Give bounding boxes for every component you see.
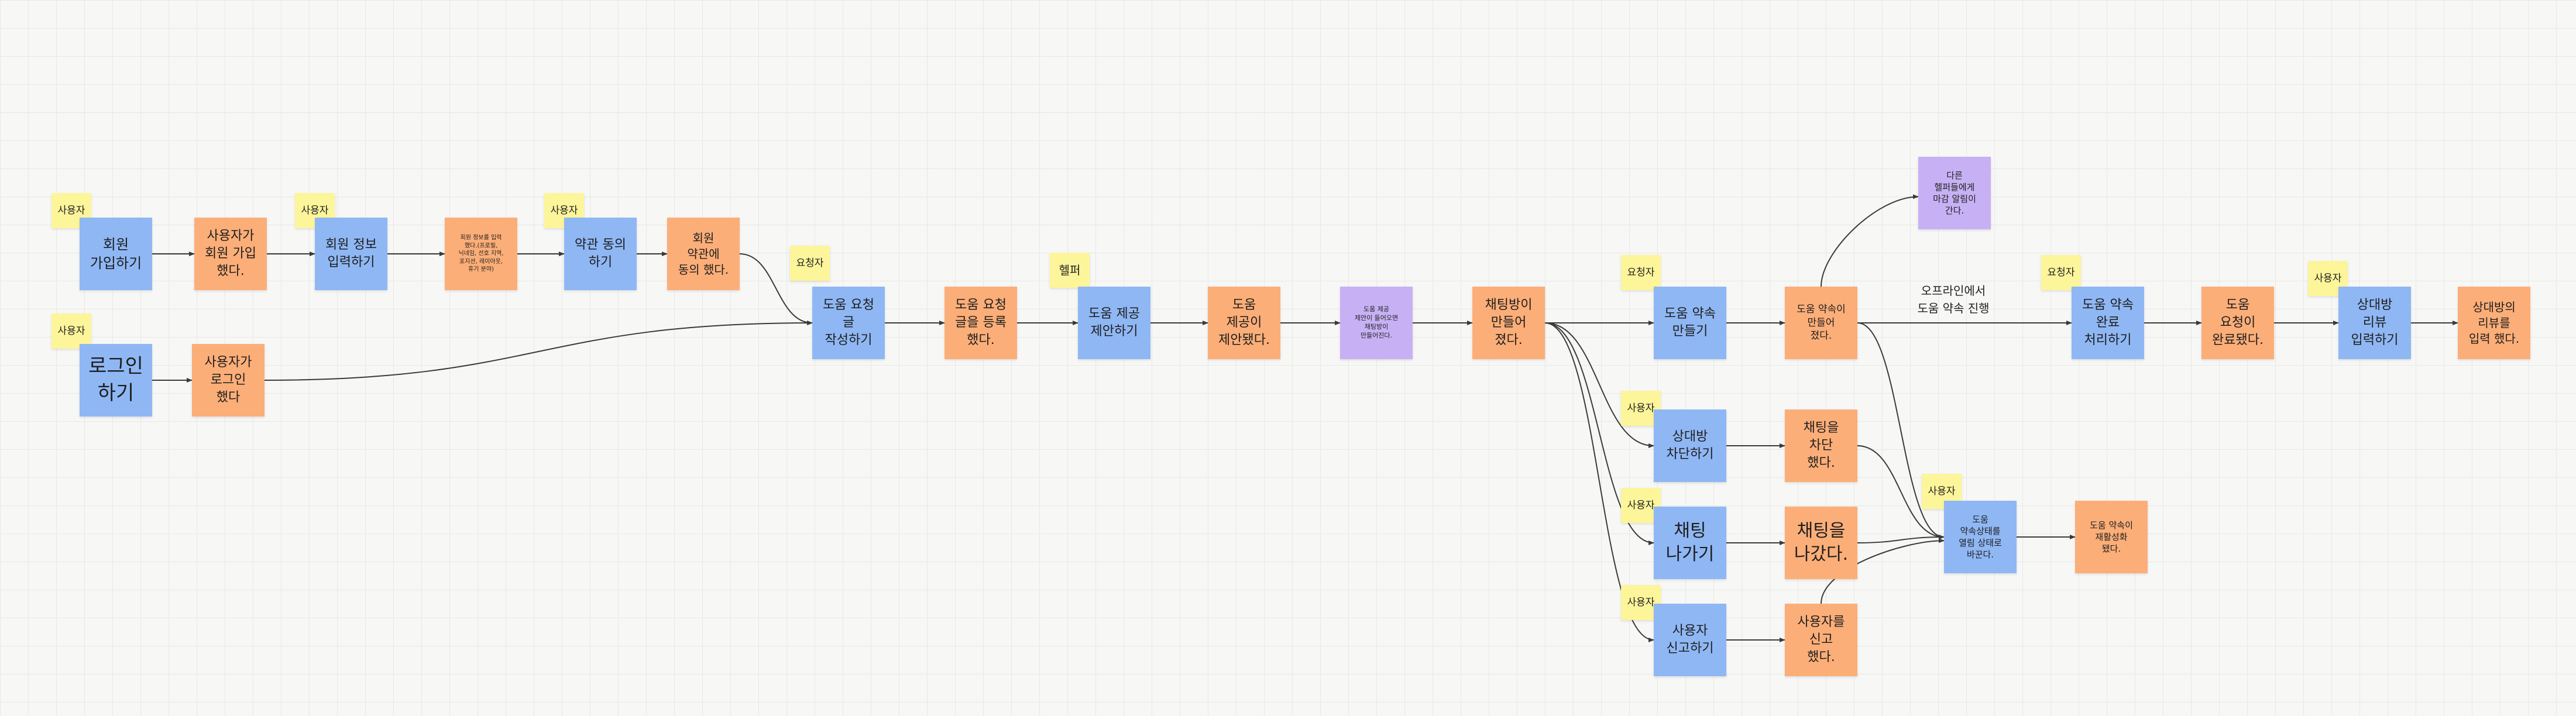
connector-chatroom-created-to-block — [1544, 322, 1654, 448]
command-complete-promise[interactable]: 도움 약속 완료 처리하기 — [2072, 287, 2144, 359]
actor-tag-requester[interactable]: 요청자 — [2041, 255, 2081, 290]
event-review-entered[interactable]: 상대방의 리뷰를 입력 했다. — [2458, 287, 2530, 359]
command-report-user[interactable]: 사용자 신고하기 — [1654, 604, 1726, 676]
event-promise-reopened[interactable]: 도움 약속이 재활성화 됐다. — [2075, 501, 2148, 573]
event-left-chat[interactable]: 채팅을 나갔다. — [1785, 507, 1857, 579]
policy-notify-other-helpers[interactable]: 다른 헬퍼들에게 마감 알림이 간다. — [1918, 157, 1991, 229]
command-block-user[interactable]: 상대방 차단하기 — [1654, 409, 1726, 482]
command-write-help-request[interactable]: 도움 요청 글 작성하기 — [812, 287, 885, 359]
connector-promise-made-to-policy-notify — [1821, 194, 1919, 287]
event-request-completed[interactable]: 도움 요청이 완료됐다. — [2201, 287, 2274, 359]
command-offer-help[interactable]: 도움 제공 제안하기 — [1078, 287, 1150, 359]
event-member-info-entered[interactable]: 회원 정보를 입력 했다.(프로필, 닉네임, 선호 지역, 포지션, 레이아웃… — [445, 218, 517, 290]
command-login[interactable]: 로그인 하기 — [80, 344, 152, 416]
event-chat-blocked[interactable]: 채팅을 차단 했다. — [1785, 409, 1857, 482]
command-signup[interactable]: 회원 가입하기 — [80, 218, 152, 290]
command-agree-terms[interactable]: 약관 동의 하기 — [564, 218, 637, 290]
actor-tag-user[interactable]: 사용자 — [1922, 474, 1962, 509]
event-help-offered[interactable]: 도움 제공이 제안됐다. — [1208, 287, 1280, 359]
command-leave-chat[interactable]: 채팅 나가기 — [1654, 507, 1726, 579]
event-help-request-posted[interactable]: 도움 요청 글을 등록 했다. — [944, 287, 1017, 359]
actor-tag-user[interactable]: 사용자 — [51, 193, 91, 228]
offline-annotation: 오프라인에서 도움 약속 진행 — [1917, 284, 1990, 315]
command-set-promise-open[interactable]: 도움 약속상태를 열림 상태로 바꾼다. — [1944, 501, 2017, 573]
event-promise-made[interactable]: 도움 약속이 만들어 졌다. — [1785, 287, 1857, 359]
actor-tag-user[interactable]: 사용자 — [2308, 261, 2348, 296]
actor-tag-requester[interactable]: 요청자 — [790, 246, 830, 281]
actor-tag-helper[interactable]: 헬퍼 — [1050, 253, 1090, 288]
command-write-review[interactable]: 상대방 리뷰 입력하기 — [2338, 287, 2411, 359]
event-terms-agreed[interactable]: 회원 약관에 동의 했다. — [667, 218, 740, 290]
policy-create-chatroom[interactable]: 도움 제공 제안이 들어오면 채팅방이 만들어진다. — [1340, 287, 1413, 359]
actor-tag-user[interactable]: 사용자 — [1621, 488, 1661, 523]
event-logged-in[interactable]: 사용자가 로그인 했다 — [192, 344, 265, 416]
connector-left-chat-to-set-open — [1857, 535, 1945, 543]
connector-logged-in-to-write-request — [264, 321, 813, 381]
actor-tag-requester[interactable]: 요청자 — [1621, 255, 1661, 290]
actor-tag-user[interactable]: 사용자 — [51, 314, 91, 349]
command-make-promise[interactable]: 도움 약속 만들기 — [1654, 287, 1726, 359]
event-signed-up[interactable]: 사용자가 회원 가입 했다. — [194, 218, 267, 290]
command-enter-member-info[interactable]: 회원 정보 입력하기 — [315, 218, 387, 290]
event-chatroom-created[interactable]: 채팅방이 만들어 졌다. — [1472, 287, 1545, 359]
actor-tag-user[interactable]: 사용자 — [1621, 585, 1661, 620]
event-user-reported[interactable]: 사용자를 신고 했다. — [1785, 604, 1857, 676]
